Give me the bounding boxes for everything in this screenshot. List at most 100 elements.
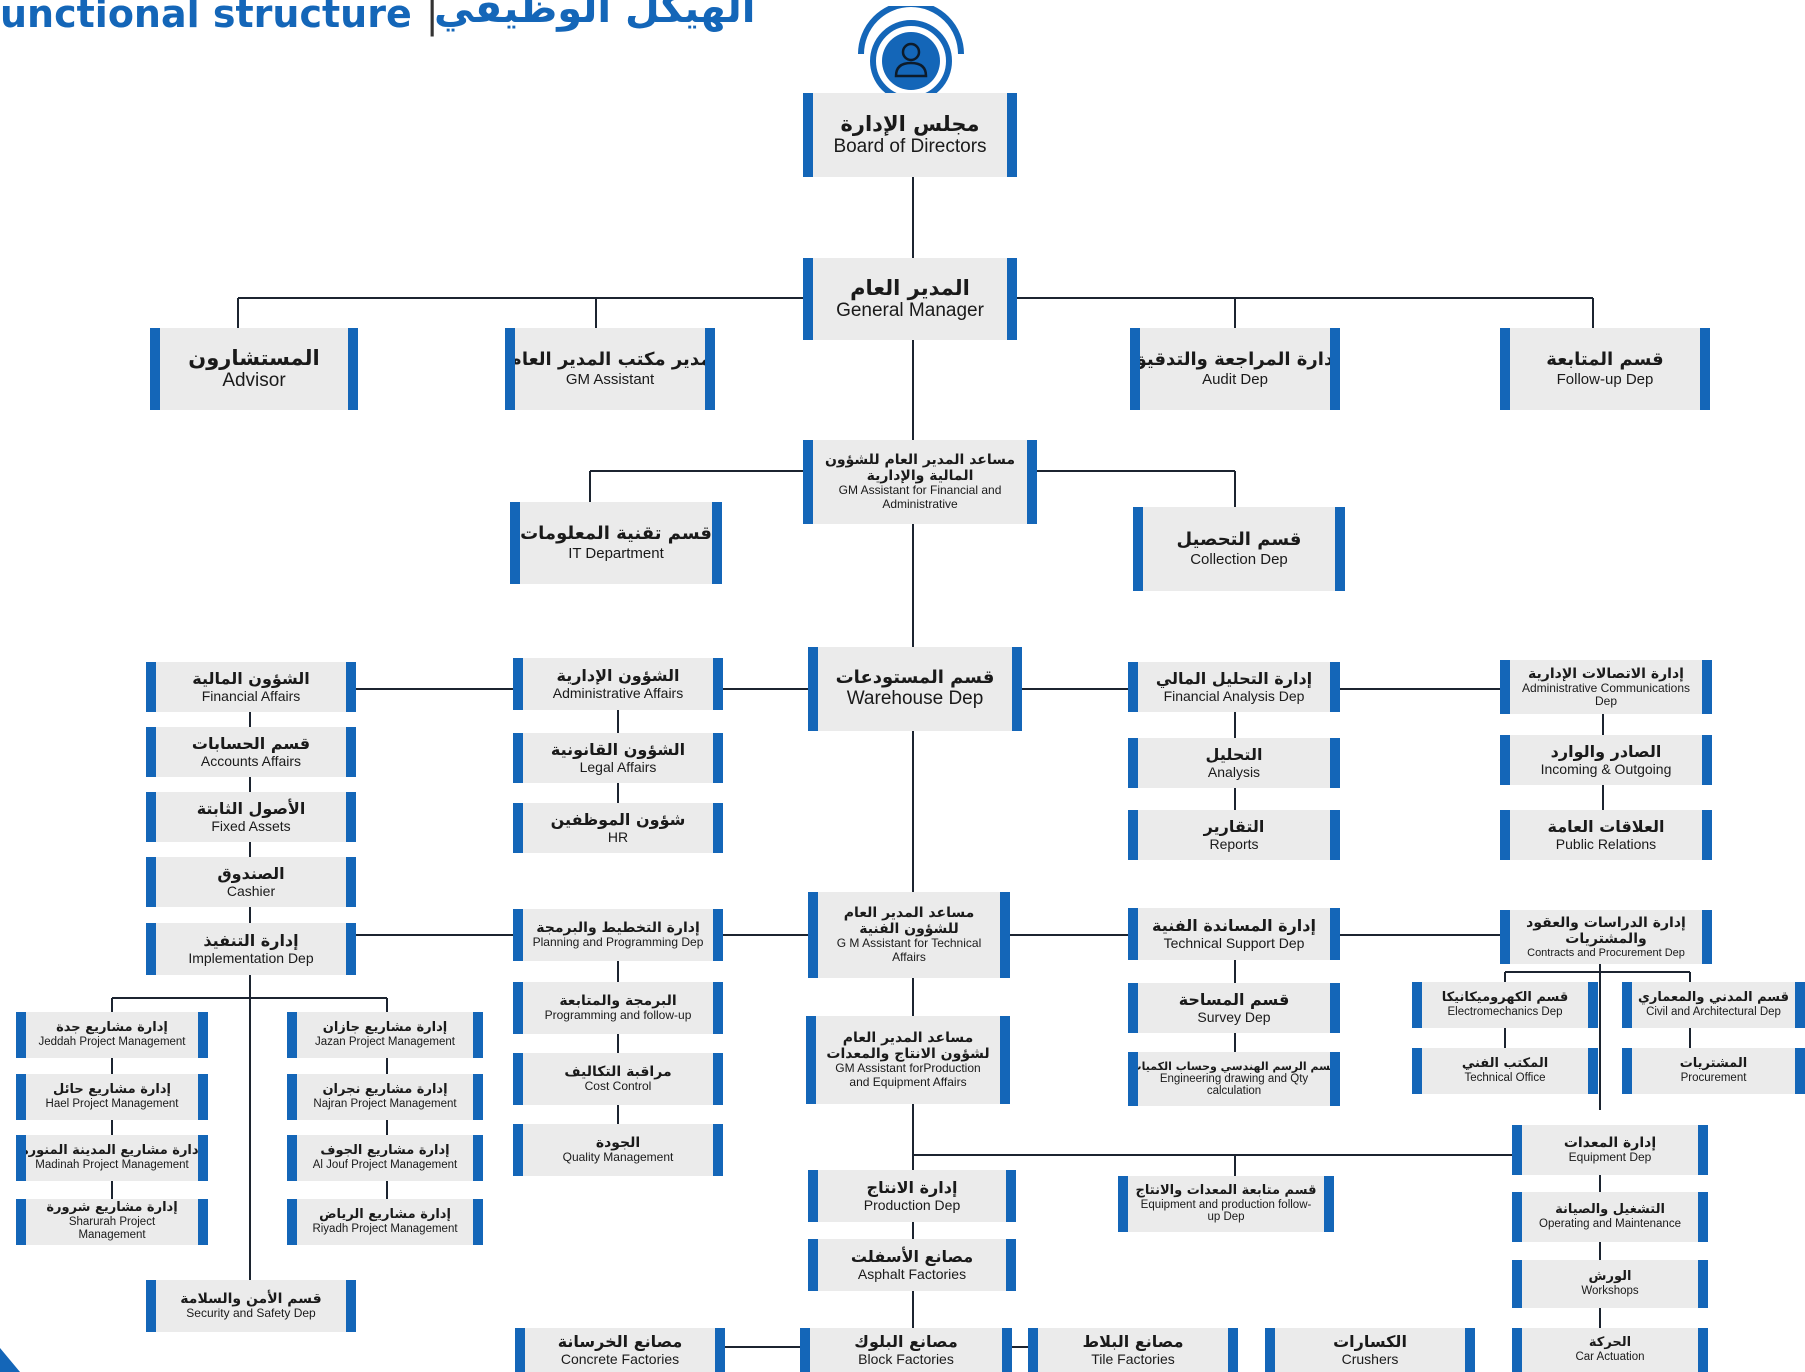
node-ar: إدارة مشاريع جازان: [322, 1019, 448, 1035]
node-en: Asphalt Factories: [857, 1266, 967, 1283]
node-en: Quality Management: [562, 1150, 674, 1165]
node-en: HR: [607, 829, 629, 846]
title-separator: |: [425, 0, 439, 36]
node-ar: مراقبة التكاليف: [564, 1064, 672, 1081]
node-gm-financial[interactable]: مساعد المدير العام للشؤون المالية والإدا…: [803, 440, 1037, 524]
node-ar: مصانع الأسفلت: [850, 1246, 974, 1266]
node-ar: قسم الكهروميكانيكا: [1441, 989, 1569, 1005]
node-ar: إدارة المعدات: [1563, 1135, 1657, 1152]
node-ar: التقارير: [1203, 816, 1265, 836]
node-en: Implementation Dep: [188, 950, 314, 967]
node-en: Jeddah Project Management: [38, 1035, 186, 1048]
node-ar: الجودة: [595, 1135, 641, 1152]
node-gm-production[interactable]: مساعد المدير العام لشؤون الانتاج والمعدا…: [806, 1016, 1010, 1104]
node-ar: قسم الحسابات: [191, 733, 311, 753]
node-ar: إدارة المراجعة والتدقيق: [1130, 349, 1340, 371]
node-en: Contracts and Procurement Dep: [1527, 946, 1685, 959]
node-ar: قسم الأمن والسلامة: [180, 1291, 322, 1308]
node-en: Incoming & Outgoing: [1540, 761, 1672, 778]
node-en: Advisor: [222, 370, 286, 392]
node-en: IT Department: [568, 544, 664, 562]
node-ar: مساعد المدير العام للشؤون الفنية: [843, 905, 975, 938]
node-en: General Manager: [836, 300, 984, 322]
node-en: Electromechanics Dep: [1447, 1005, 1563, 1018]
node-en: Follow-up Dep: [1556, 370, 1654, 388]
node-ar: التشغيل والصيانة: [1555, 1201, 1665, 1217]
node-ar: مساعد المدير العام للشؤون المالية والإدا…: [824, 452, 1016, 485]
node-ar: مصانع البلاط: [1082, 1331, 1184, 1351]
node-ar: إدارة المساندة الفنية: [1152, 915, 1316, 935]
node-ar: قسم المدني والمعماري: [1637, 989, 1790, 1005]
node-ar: مصانع الخرسانة: [557, 1331, 683, 1351]
node-en: Jazan Project Management: [315, 1035, 455, 1048]
node-ar: المشتريات: [1679, 1055, 1748, 1071]
node-ar: إدارة مشاريع المدينة المنورة: [20, 1142, 204, 1158]
node-ar: مدير مكتب المدير العام: [508, 349, 712, 371]
node-ar: المدير العام: [850, 276, 970, 300]
node-ar: إدارة التنفيذ: [203, 930, 299, 950]
node-en: Concrete Factories: [560, 1351, 680, 1368]
title-en: unctional structure: [0, 0, 412, 36]
node-ar: الشؤون الإدارية: [556, 665, 680, 685]
node-ar: إدارة التخطيط والبرمجة: [536, 920, 700, 937]
node-ar: الصندوق: [217, 863, 285, 883]
node-en: GM Assistant for Financial and Administr…: [838, 483, 1002, 512]
